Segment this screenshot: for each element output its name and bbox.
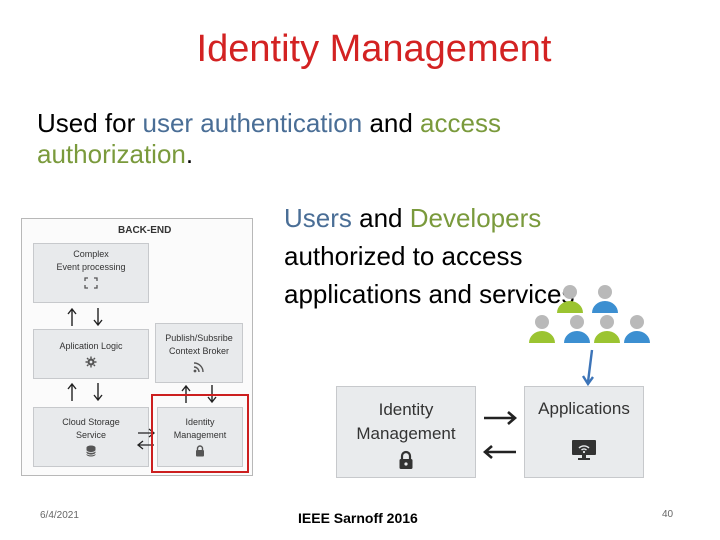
lock-icon (399, 450, 413, 469)
backend-title: BACK-END (118, 225, 172, 236)
users-text-part: and (351, 203, 410, 233)
lock-icon (196, 445, 204, 457)
arrows-cep-logic (67, 307, 103, 327)
footer-date: 6/4/2021 (40, 510, 79, 521)
cloud-label-line2: Service (75, 430, 106, 440)
applications-label: Applications (538, 399, 630, 418)
intro-part: and (362, 108, 421, 138)
application-logic-box: Aplication Logic (33, 329, 149, 379)
cloud-storage-box: Cloud Storage Service (33, 407, 149, 467)
intro-part: Used for (37, 108, 143, 138)
idm-small-label-line2: Management (173, 430, 227, 440)
backend-diagram: BACK-END Complex Event processing Aplica… (21, 218, 253, 476)
intro-part: . (185, 139, 194, 169)
rss-icon (193, 362, 204, 373)
identity-management-highlight (151, 394, 249, 473)
idm-label-line1: Identity (378, 400, 434, 419)
user-icon (592, 285, 618, 313)
developers-word: Developers (409, 203, 542, 233)
pubsub-label-line1: Publish/Subsribe (165, 333, 233, 343)
pubsub-label-line2: Context Broker (168, 346, 230, 356)
intro-access-authorization: access authorization (37, 108, 501, 169)
applications-box: Applications (524, 386, 644, 478)
user-icon (624, 315, 650, 343)
users-to-applications-arrow (581, 349, 594, 387)
database-icon (86, 445, 96, 457)
arrows-logic-storage (67, 382, 103, 402)
slide-title: Identity Management (196, 28, 552, 70)
user-icon (557, 285, 583, 313)
user-icon (594, 315, 620, 343)
identity-management-box: Identity Management (336, 386, 476, 478)
intro-user-authentication: user authentication (142, 108, 363, 138)
user-icon (564, 315, 590, 343)
app-logic-label: Aplication Logic (59, 341, 123, 351)
users-text-part: authorized to access applications and se… (284, 241, 575, 309)
users-word: Users (284, 203, 352, 233)
intro-text: Used for user authentication and access … (37, 108, 637, 170)
identity-management-box-small: Identity Management (157, 407, 243, 467)
users-developers-text: Users and Developers authorized to acces… (284, 199, 584, 313)
exchange-arrows (483, 411, 517, 459)
footer-conference: IEEE Sarnoff 2016 (298, 510, 418, 526)
complex-event-processing-box: Complex Event processing (33, 243, 149, 303)
expand-icon (84, 277, 98, 289)
idm-small-label-line1: Identity (185, 417, 215, 427)
cep-label-line1: Complex (73, 249, 109, 259)
gear-icon (85, 356, 97, 368)
idm-label-line2: Management (356, 424, 456, 443)
cloud-label-line1: Cloud Storage (62, 417, 120, 427)
user-icon (529, 315, 555, 343)
publish-subscribe-box: Publish/Subsribe Context Broker (155, 323, 243, 383)
monitor-wifi-icon (572, 440, 596, 460)
cep-label-line2: Event processing (56, 262, 126, 272)
page-number: 40 (662, 509, 674, 520)
